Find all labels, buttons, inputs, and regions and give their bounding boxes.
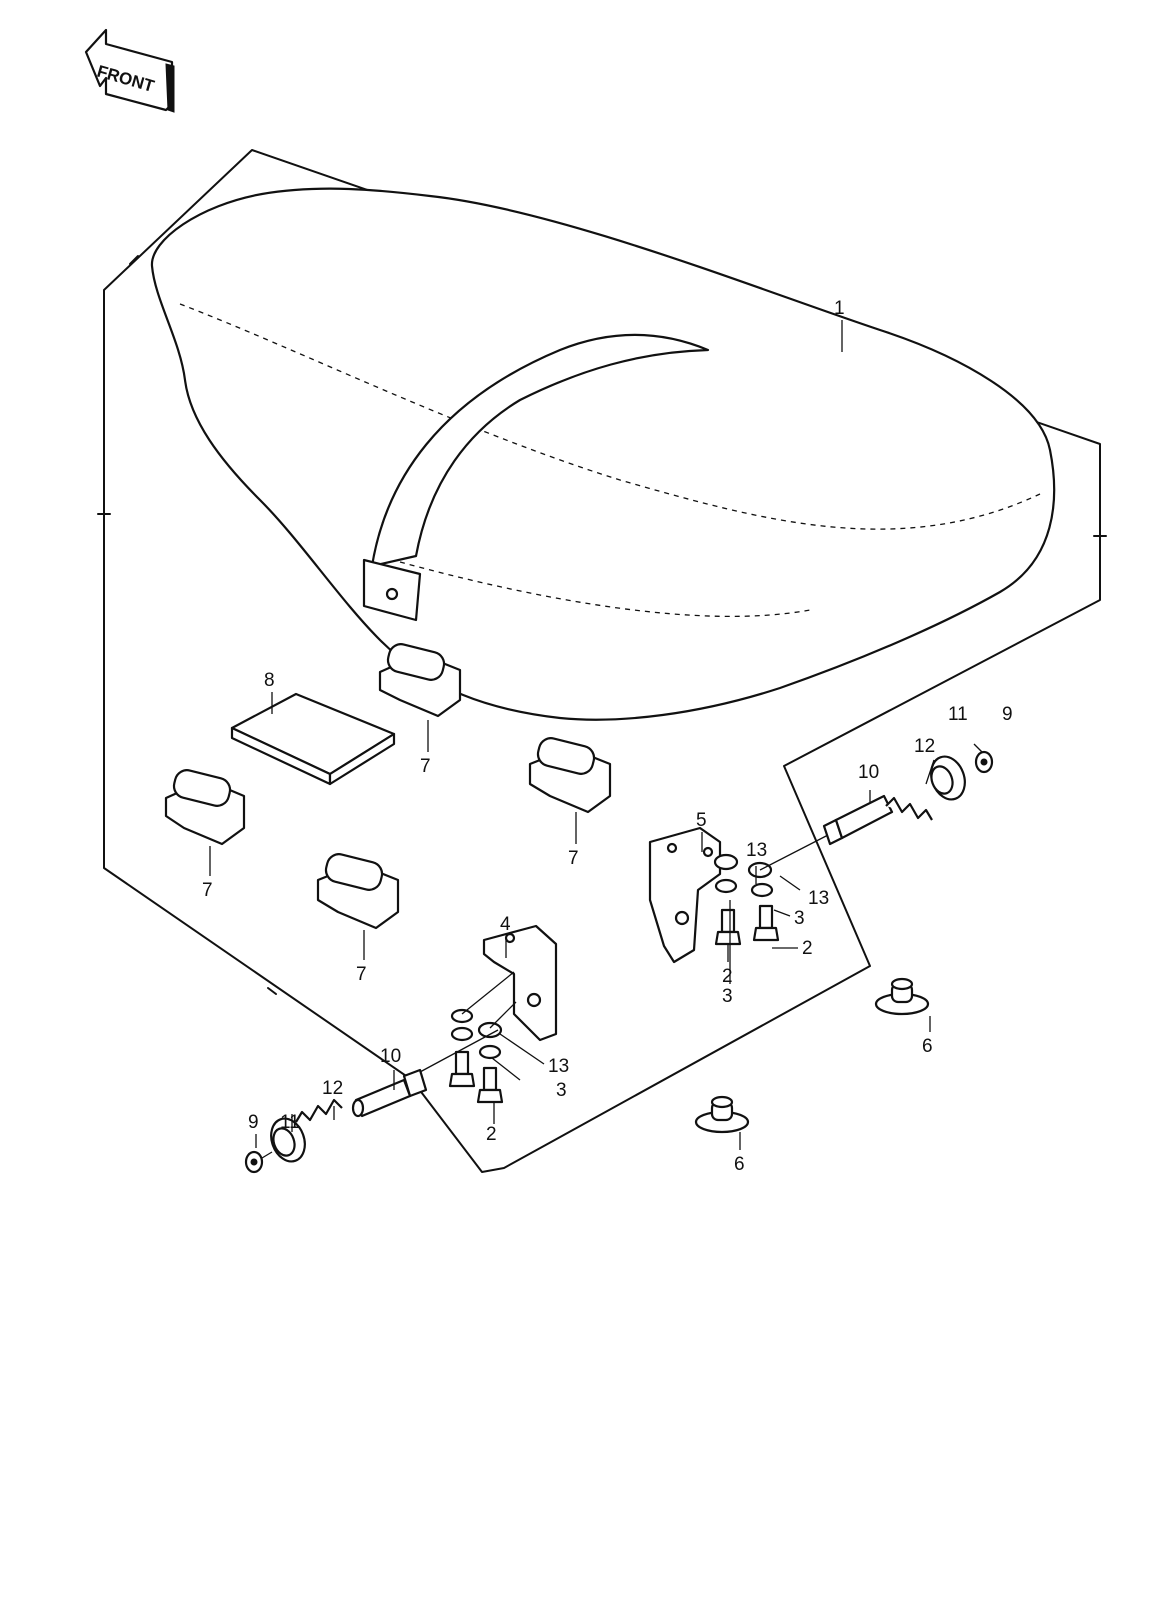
callout-1: 1 <box>834 298 845 319</box>
callout-12: 12 <box>322 1078 343 1099</box>
callout-6: 6 <box>922 1036 933 1057</box>
seat-pad-8 <box>230 692 396 786</box>
callout-2: 2 <box>722 966 733 987</box>
rubber-buffer-6b <box>694 1095 750 1134</box>
callout-2: 2 <box>486 1124 497 1145</box>
callout-5: 5 <box>696 810 707 831</box>
hinge-bracket-4 <box>482 924 558 1042</box>
rubber-buffer-6a <box>874 977 930 1016</box>
callout-10: 10 <box>380 1046 401 1067</box>
callout-7: 7 <box>568 848 579 869</box>
callout-7: 7 <box>202 880 213 901</box>
callout-13: 13 <box>548 1056 569 1077</box>
hinge-pin-assembly-left <box>244 1029 499 1174</box>
callout-2: 2 <box>802 938 813 959</box>
callout-12: 12 <box>914 736 935 757</box>
callout-8: 8 <box>264 670 275 691</box>
hinge-bracket-5 <box>648 826 722 964</box>
callout-numbers: 1 2 2 2 2 3 3 3 4 5 6 6 7 7 7 7 8 9 9 10… <box>202 298 1013 1175</box>
callout-3: 3 <box>722 986 733 1007</box>
callout-11: 11 <box>280 1112 300 1133</box>
callout-7: 7 <box>420 756 431 777</box>
callout-11: 11 <box>948 704 968 725</box>
bracket-4-fasteners <box>448 971 517 1104</box>
leader-lines <box>209 320 983 1150</box>
callout-13: 13 <box>808 888 829 909</box>
seat-damper-7d <box>316 853 400 930</box>
callout-13: 13 <box>746 840 767 861</box>
callout-9: 9 <box>1002 704 1013 725</box>
bracket-5-fasteners <box>713 853 780 946</box>
seat-damper-7b <box>528 737 612 814</box>
front-arrow-icon: FRONT <box>84 28 175 113</box>
seat-damper-7a <box>378 643 462 718</box>
seat <box>150 187 1056 721</box>
callout-3: 3 <box>794 908 805 929</box>
callout-7: 7 <box>356 964 367 985</box>
callout-10: 10 <box>858 762 879 783</box>
callout-3: 3 <box>556 1080 567 1101</box>
hinge-pin-assembly-right <box>759 750 994 871</box>
callout-4: 4 <box>500 914 511 935</box>
callout-6: 6 <box>734 1154 745 1175</box>
seat-damper-7c <box>164 769 246 846</box>
callout-9: 9 <box>248 1112 259 1133</box>
